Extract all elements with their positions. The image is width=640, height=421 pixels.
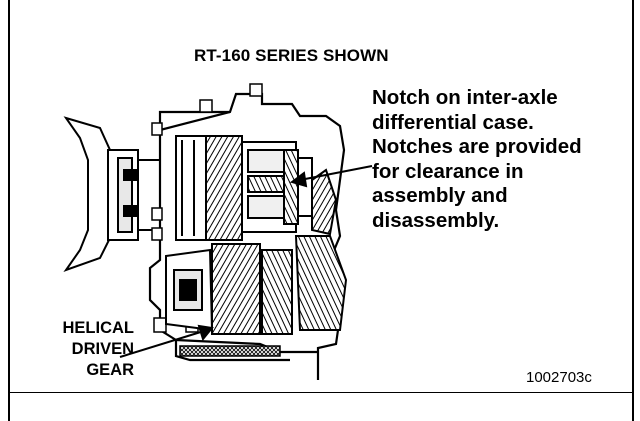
part-label-line: GEAR — [86, 361, 134, 379]
part-label-line: HELICAL — [62, 319, 135, 337]
notch-callout: Notch on inter-axle differential case. N… — [372, 86, 632, 233]
figure-id: 1002703c — [526, 369, 592, 386]
bottom-rule — [8, 392, 634, 393]
callout-leader-arrow — [289, 165, 373, 188]
callout-line: disassembly. — [372, 208, 500, 232]
helical-driven-gear-label: HELICAL DRIVEN GEAR — [24, 318, 135, 381]
part-label-line: DRIVEN — [71, 340, 134, 358]
upper-drive-gear — [175, 135, 243, 241]
callout-line: Notches are provided — [372, 135, 582, 158]
helical-driven-gear — [211, 243, 293, 335]
input-yoke — [63, 116, 161, 272]
callout-line: assembly and — [372, 184, 508, 207]
helical-gear-leader-arrow — [119, 324, 214, 358]
figure-title: RT-160 SERIES SHOWN — [194, 46, 389, 65]
callout-line: Notch on inter-axle — [372, 86, 558, 109]
pinion-ring-gear — [294, 168, 348, 331]
figure-frame — [8, 0, 634, 421]
inter-axle-differential-case — [241, 141, 313, 233]
callout-line: for clearance in — [372, 159, 524, 183]
bearing-cap — [165, 248, 214, 332]
oil-passage — [179, 345, 281, 357]
callout-line: differential case. — [372, 110, 534, 134]
